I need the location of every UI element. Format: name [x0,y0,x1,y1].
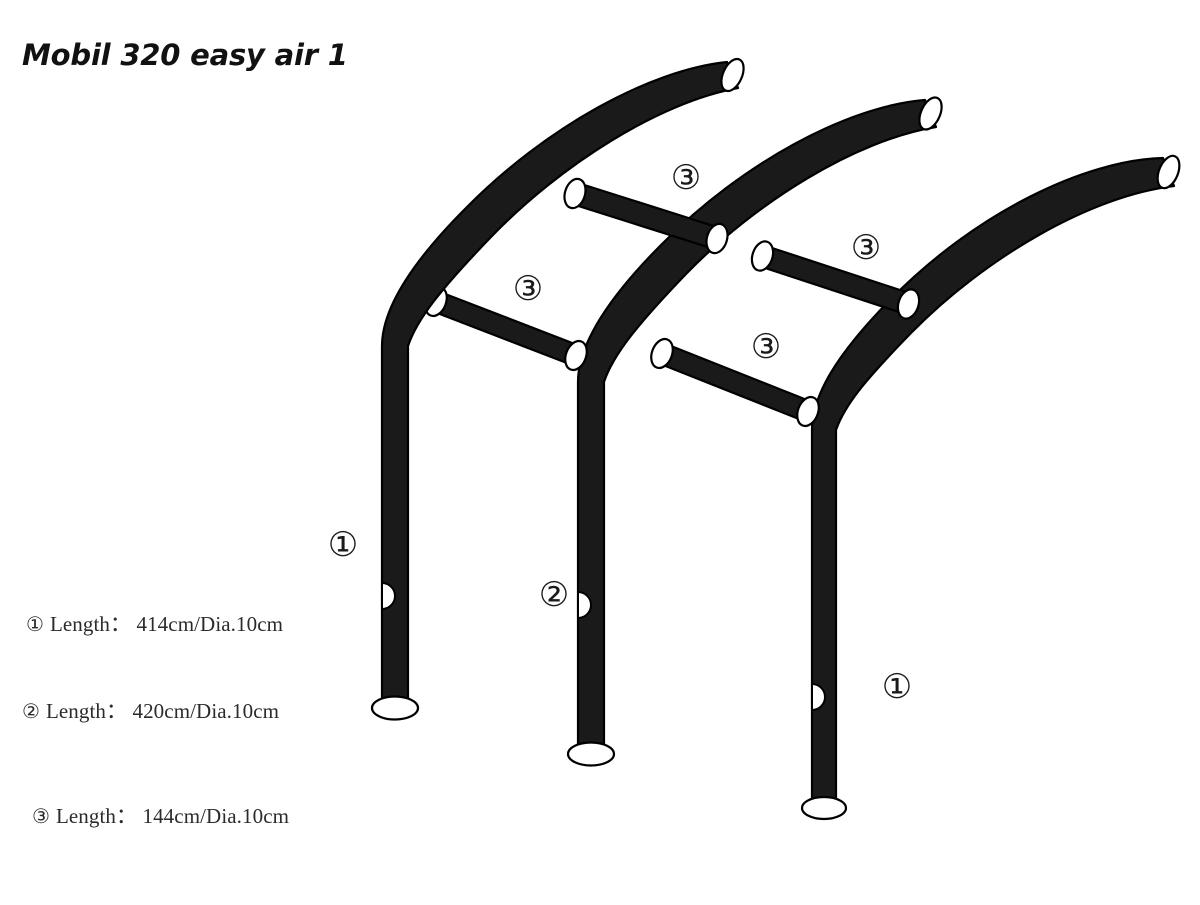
marker-arch-right: ① [882,667,912,707]
marker-group: ③ ③ ③ ③ ① ② ① [328,158,912,707]
legend-marker-1: ① [26,612,44,636]
cross-tube-mid-right [750,240,921,320]
legend-item-3: ③ Length： 144cm/Dia.10cm [32,800,289,830]
tube-end-cap [564,339,588,372]
cross-tube-bottom-right [650,337,820,428]
legend-marker-2: ② [22,699,40,723]
tube-end-cap [563,177,587,210]
tube-end-cap [796,395,820,428]
legend-item-2: ② Length： 420cm/Dia.10cm [22,695,279,725]
tube-end-cap [566,741,616,767]
tube-end-cap [750,240,775,272]
arch-tube-right [800,154,1181,821]
page-title: Mobil 320 easy air 1 [22,38,348,72]
marker-cross-upper: ③ [671,158,701,198]
marker-cross-lower: ③ [513,269,543,309]
cross-tube-upper-left [563,177,729,255]
tube-end-cap [650,337,674,370]
marker-arch-middle: ② [539,575,569,615]
tube-end-cap [800,795,848,821]
arch-tube-middle [566,96,943,767]
legend-text-1: Length： 414cm/Dia.10cm [49,612,284,636]
tube-end-cap [1156,154,1181,190]
arch-tube-left [370,57,745,721]
valve-icon [381,582,396,610]
marker-arch-left: ① [328,525,358,565]
valve-icon [577,591,592,619]
tube-end-cap [720,57,745,93]
marker-cross-bottom-right: ③ [751,327,781,367]
valve-icon [811,683,826,711]
tube-end-cap [370,695,420,721]
legend-text-3: Length： 144cm/Dia.10cm [55,804,290,828]
tube-end-cap [918,96,943,131]
cross-tube-lower-left [424,285,588,372]
marker-cross-mid-right: ③ [851,228,881,268]
tube-end-cap [896,288,921,320]
legend-text-2: Length： 420cm/Dia.10cm [45,699,280,723]
legend-marker-3: ③ [32,804,50,828]
legend-item-1: ① Length： 414cm/Dia.10cm [26,608,283,638]
tube-end-cap [705,222,729,255]
